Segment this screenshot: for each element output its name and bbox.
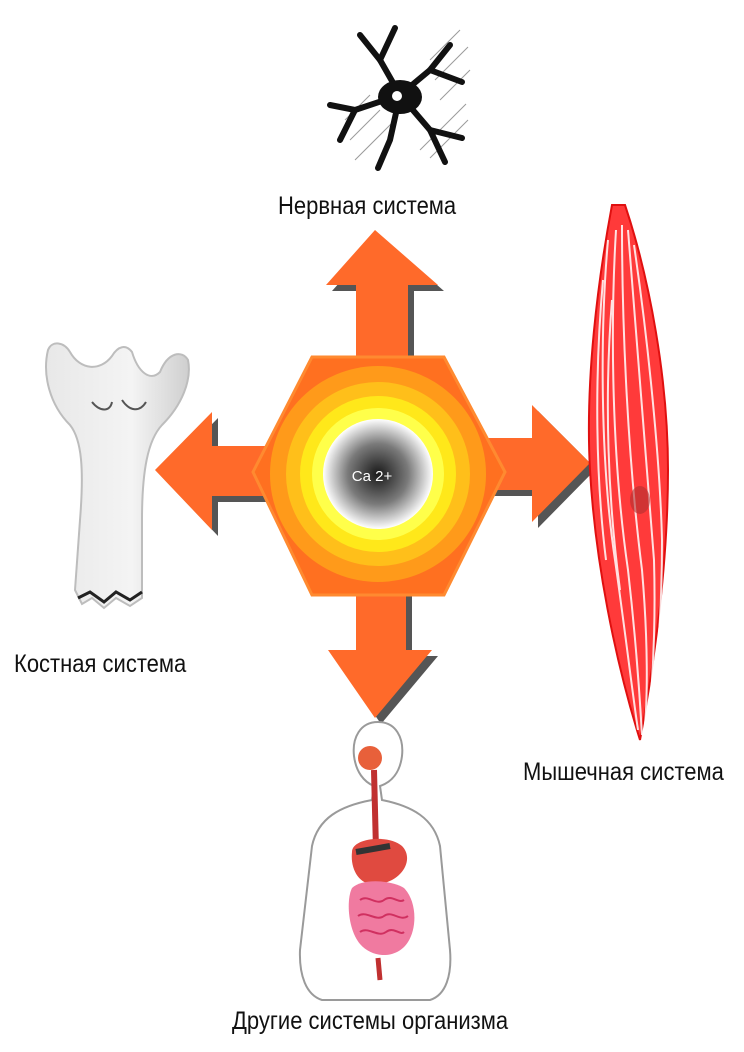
neuron-icon [330, 20, 470, 170]
human-digestive-icon [300, 722, 450, 1000]
arrow-up [326, 230, 438, 362]
bone-system-label: Костная система [14, 650, 186, 679]
other-systems-label: Другие системы организма [232, 1007, 508, 1036]
muscle-icon [589, 205, 668, 740]
nervous-system-label: Нервная система [278, 192, 456, 221]
calcium-label: Ca 2+ [342, 468, 402, 485]
muscle-system-label: Мышечная система [523, 758, 724, 787]
